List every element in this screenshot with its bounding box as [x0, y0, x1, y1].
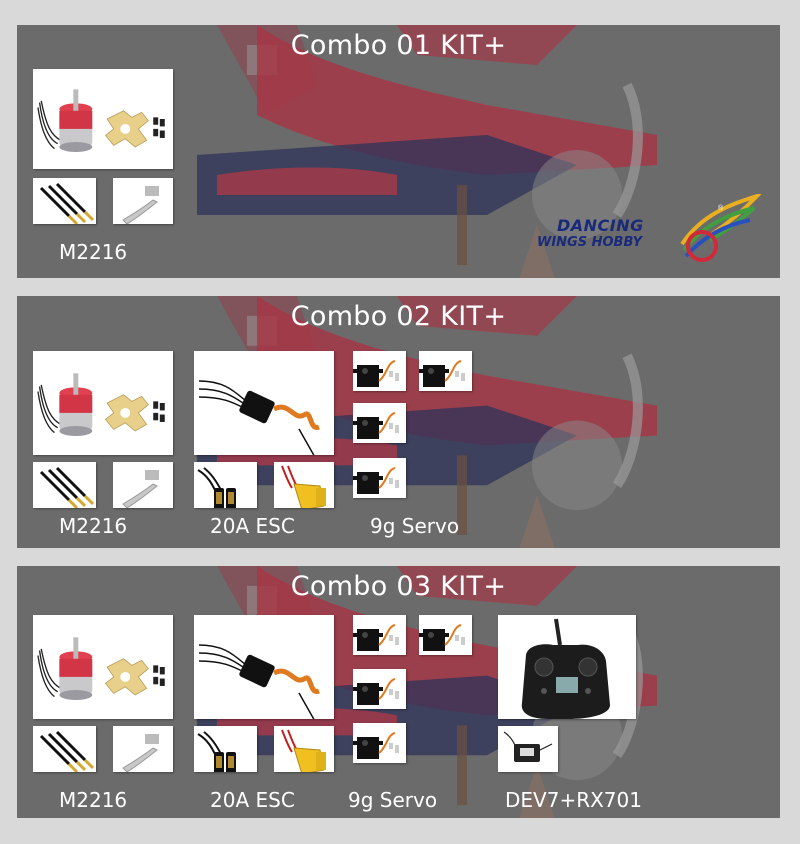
- combo-01-title: Combo 01 KIT+: [290, 30, 507, 61]
- dancing-wings-hobby-logo: DANCING WINGS HOBBY ®: [537, 194, 762, 264]
- motor-label: M2216: [59, 240, 128, 264]
- motor-mount-image: [33, 615, 173, 719]
- motor-mount-image: [33, 351, 173, 455]
- servo-image-4: [353, 458, 406, 498]
- motor-label: M2216: [59, 514, 128, 538]
- esc-label: 20A ESC: [210, 788, 295, 812]
- transmitter-image: [498, 615, 636, 719]
- servo-image-1: [353, 615, 406, 655]
- motor-plugs-image: [33, 726, 96, 772]
- motor-plugs-image: [33, 462, 96, 508]
- combo-03-panel: Combo 03 KIT+ M2216 20A ESC 9g Servo DEV…: [17, 566, 780, 818]
- logo-line1: DANCING: [557, 216, 644, 235]
- servo-image-2: [419, 615, 472, 655]
- servo-image-2: [419, 351, 472, 391]
- receiver-image: [498, 726, 558, 772]
- combo-03-title: Combo 03 KIT+: [290, 571, 507, 602]
- servo-image-4: [353, 723, 406, 763]
- motor-label: M2216: [59, 788, 128, 812]
- combo-01-panel: Combo 01 KIT+ M2216 DANCING WINGS HOBBY …: [17, 25, 780, 278]
- servo-image-1: [353, 351, 406, 391]
- propeller-image: [113, 726, 173, 772]
- servo-image-3: [353, 669, 406, 709]
- esc-image: [194, 351, 334, 455]
- propeller-image: [113, 178, 173, 224]
- servo-label: 9g Servo: [348, 788, 438, 812]
- combo-02-title: Combo 02 KIT+: [290, 301, 507, 332]
- radio-label: DEV7+RX701: [505, 788, 642, 812]
- wings-logo-mark-icon: ®: [680, 194, 762, 262]
- motor-mount-image: [33, 69, 173, 169]
- motor-plugs-image: [33, 178, 96, 224]
- logo-registered-mark: ®: [718, 204, 724, 212]
- xt60-plug-image: [274, 462, 334, 508]
- xt60-plug-image: [274, 726, 334, 772]
- propeller-image: [113, 462, 173, 508]
- logo-line2: WINGS HOBBY: [537, 235, 643, 250]
- servo-label: 9g Servo: [370, 514, 460, 538]
- esc-label: 20A ESC: [210, 514, 295, 538]
- combo-02-panel: Combo 02 KIT+ M2216 20A ESC 9g Servo: [17, 296, 780, 548]
- esc-plug-image: [194, 726, 257, 772]
- esc-image: [194, 615, 334, 719]
- servo-image-3: [353, 403, 406, 443]
- esc-plug-image: [194, 462, 257, 508]
